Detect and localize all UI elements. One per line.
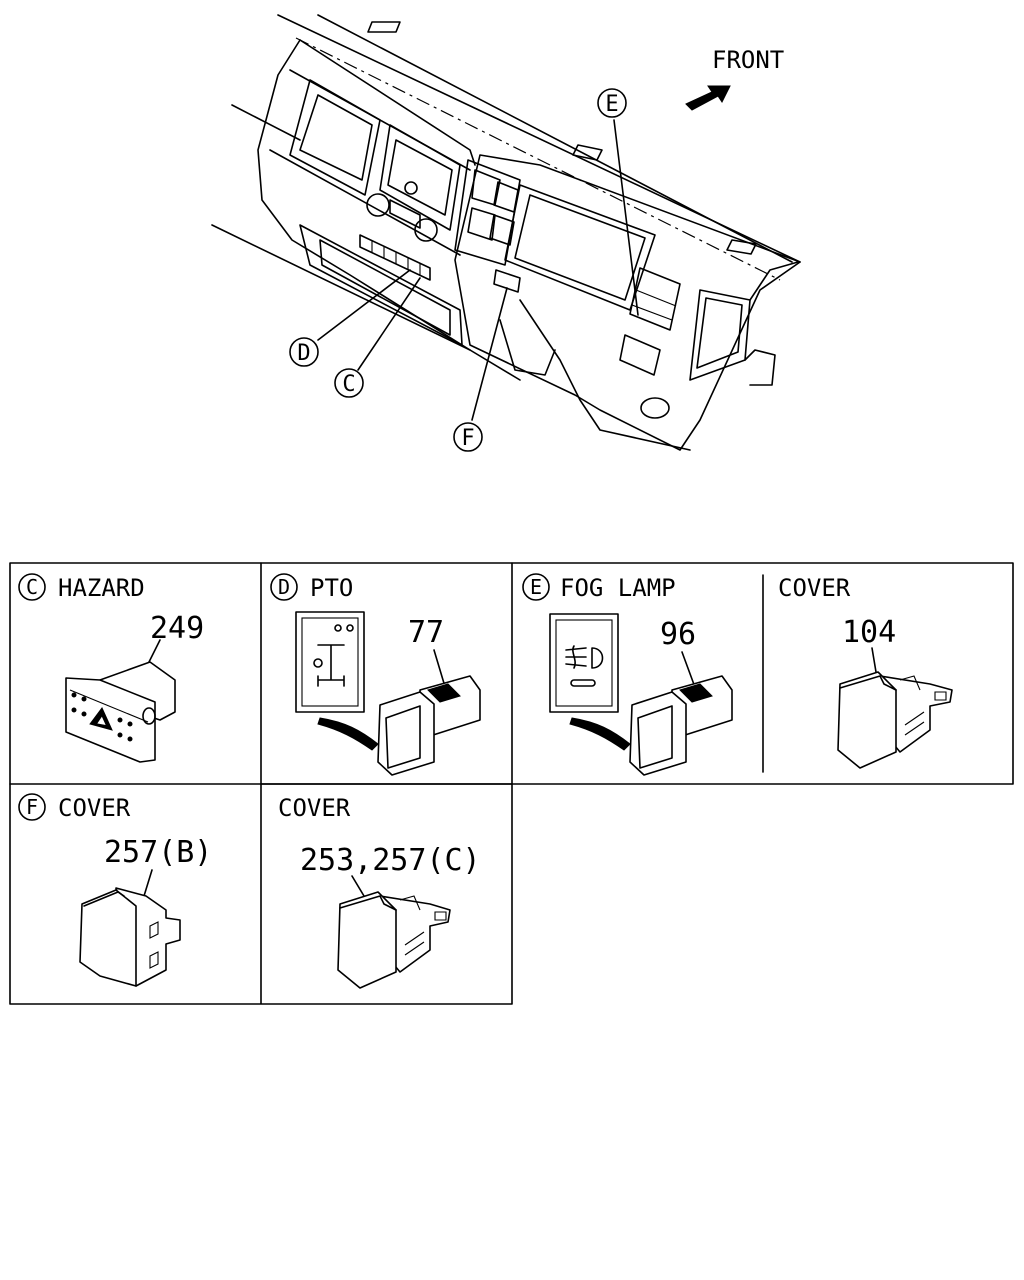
callout-d: D xyxy=(289,337,319,367)
front-arrow-icon xyxy=(685,85,731,111)
panel-title: COVER xyxy=(278,794,351,822)
panel-hazard: C HAZARD 249 xyxy=(18,573,204,763)
front-label: FRONT xyxy=(712,46,784,74)
panel-letter: C xyxy=(26,575,38,599)
panel-pto: D PTO 77 xyxy=(270,573,481,776)
panel-title: COVER xyxy=(58,794,131,822)
callout-leaders xyxy=(317,119,639,421)
panel-borders xyxy=(9,562,1014,1005)
svg-text:E: E xyxy=(605,92,618,117)
panel-letter-circle xyxy=(270,573,298,601)
cover-253-257c-illustration xyxy=(337,875,451,989)
svg-text:D: D xyxy=(297,341,310,366)
panel-title: COVER xyxy=(778,574,851,602)
part-number: 77 xyxy=(408,615,444,650)
panel-letter: F xyxy=(26,795,38,819)
panel-f-cover: F COVER 257(B) xyxy=(18,793,212,987)
panel-letter-circle xyxy=(18,573,46,601)
hazard-switch-illustration xyxy=(65,639,176,763)
cover-257b-illustration xyxy=(79,869,181,987)
cover-104-illustration xyxy=(837,647,953,769)
dashboard-overview-drawing: FRONT E D C F xyxy=(211,14,801,452)
pto-label-plate xyxy=(295,611,365,713)
panel-title: FOG LAMP xyxy=(560,574,676,602)
callout-e: E xyxy=(597,88,627,118)
callout-f: F xyxy=(453,422,483,452)
fog-lamp-label-plate xyxy=(549,613,619,713)
panel-cover: COVER 253,257(C) xyxy=(278,794,481,989)
fog-lamp-icon xyxy=(565,645,604,669)
part-number: 253,257(C) xyxy=(300,843,481,878)
panel-fog-lamp: E FOG LAMP 96 xyxy=(522,573,733,776)
panel-letter-circle xyxy=(522,573,550,601)
pto-switch-illustration xyxy=(377,649,481,776)
svg-text:C: C xyxy=(342,372,355,397)
part-number: 249 xyxy=(150,611,204,646)
part-number: 257(B) xyxy=(104,835,212,870)
panel-letter-circle xyxy=(18,793,46,821)
panel-title: HAZARD xyxy=(58,574,145,602)
panel-fog-cover: COVER 104 xyxy=(778,574,953,769)
part-number: 96 xyxy=(660,617,696,652)
panel-letter: D xyxy=(278,575,290,599)
part-number: 104 xyxy=(842,615,896,650)
panel-letter: E xyxy=(530,575,542,599)
callout-c: C xyxy=(334,368,364,398)
fog-lamp-switch-illustration xyxy=(629,651,733,776)
panel-title: PTO xyxy=(310,574,353,602)
dashboard-outline xyxy=(211,14,801,451)
svg-text:F: F xyxy=(461,426,474,451)
pto-icon xyxy=(317,644,345,687)
